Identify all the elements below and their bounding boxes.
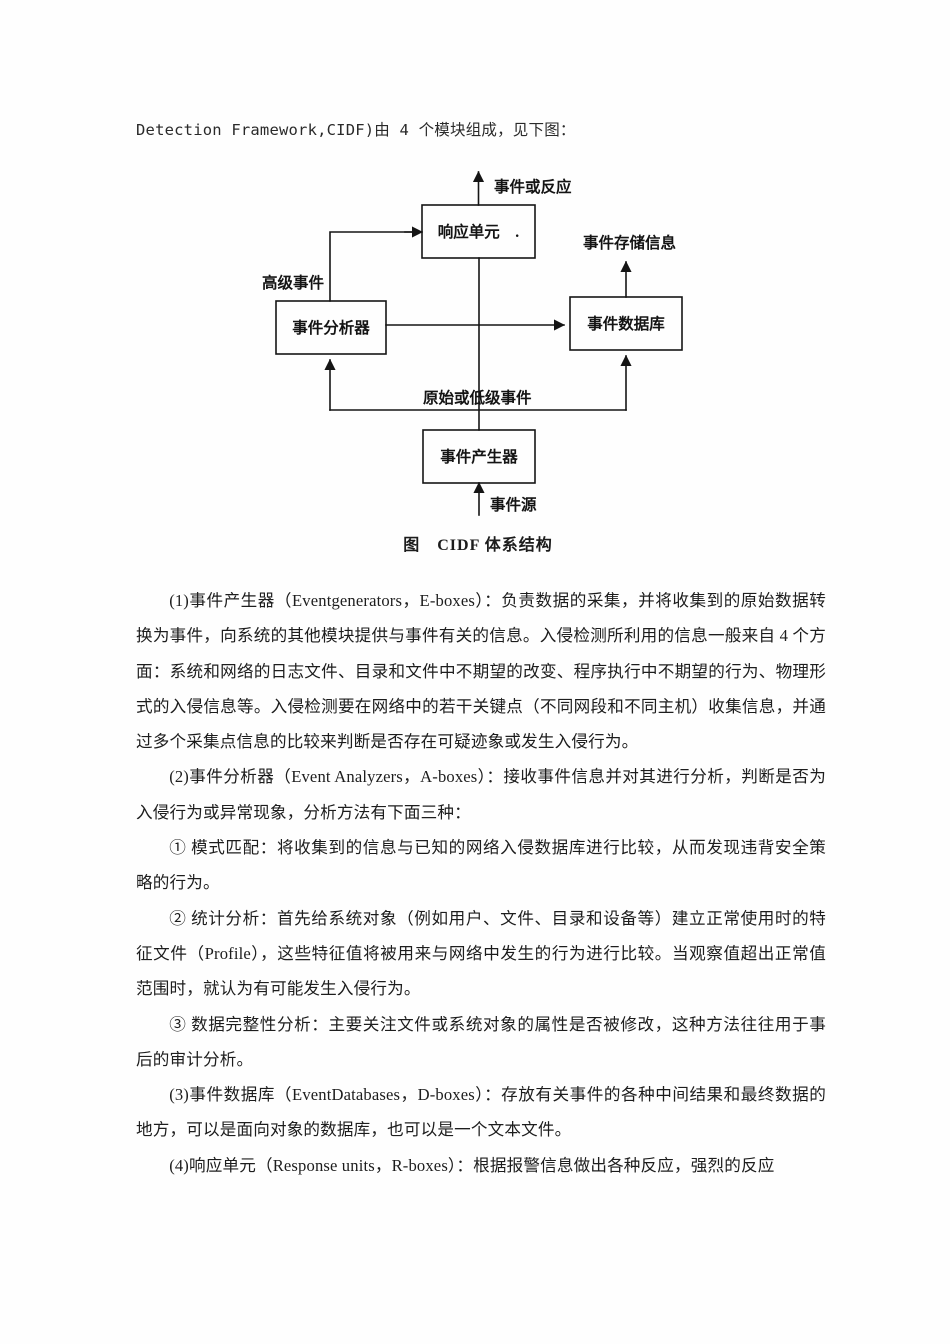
paragraph-item-4: (4)响应单元（Response units，R-boxes）：根据报警信息做出…	[169, 1155, 775, 1175]
label-event-storage-info: 事件存储信息	[583, 233, 677, 252]
paragraph-item-2: (2)事件分析器（Event Analyzers，A-boxes）：接收事件信息…	[136, 767, 826, 822]
body-text-block: (1)事件产生器（Eventgenerators，E-boxes）：负责数据的采…	[136, 583, 826, 1183]
box-event-analyzer	[275, 300, 387, 355]
paragraph-sub-3: ③ 数据完整性分析：主要关注文件或系统对象的属性是否被修改，这种方法往往用于事后…	[136, 1014, 826, 1069]
label-events-or-response: 事件或反应	[494, 177, 572, 196]
label-response-unit: 响应单元 .	[438, 222, 520, 241]
label-event-generator: 事件产生器	[440, 447, 518, 466]
label-high-level-events: 高级事件	[262, 273, 325, 292]
intro-text-block: Detection Framework,CIDF)由 4 个模块组成，见下图：	[136, 118, 820, 140]
paragraph-item-3: (3)事件数据库（EventDatabases，D-boxes）：存放有关事件的…	[136, 1085, 826, 1140]
label-event-source: 事件源	[490, 495, 537, 514]
label-event-analyzer: 事件分析器	[292, 318, 370, 337]
box-event-generator	[422, 429, 536, 484]
paragraph-sub-2: ② 统计分析：首先给系统对象（例如用户、文件、目录和设备等）建立正常使用时的特征…	[136, 908, 826, 999]
path-analyzer-to-response-unit	[329, 231, 417, 302]
figure-caption: 图 CIDF 体系结构	[403, 537, 553, 554]
paragraph-item-1: (1)事件产生器（Eventgenerators，E-boxes）：负责数据的采…	[136, 591, 826, 752]
box-response-unit	[421, 204, 536, 259]
label-raw-or-low-level-events: 原始或低级事件	[423, 388, 532, 407]
paragraph-sub-1: ① 模式匹配：将收集到的信息与已知的网络入侵数据库进行比较，从而发现违背安全策略…	[136, 838, 826, 893]
intro-line: Detection Framework,CIDF)由 4 个模块组成，见下图：	[136, 121, 576, 139]
box-event-database	[569, 296, 683, 351]
label-event-database: 事件数据库	[587, 314, 665, 333]
